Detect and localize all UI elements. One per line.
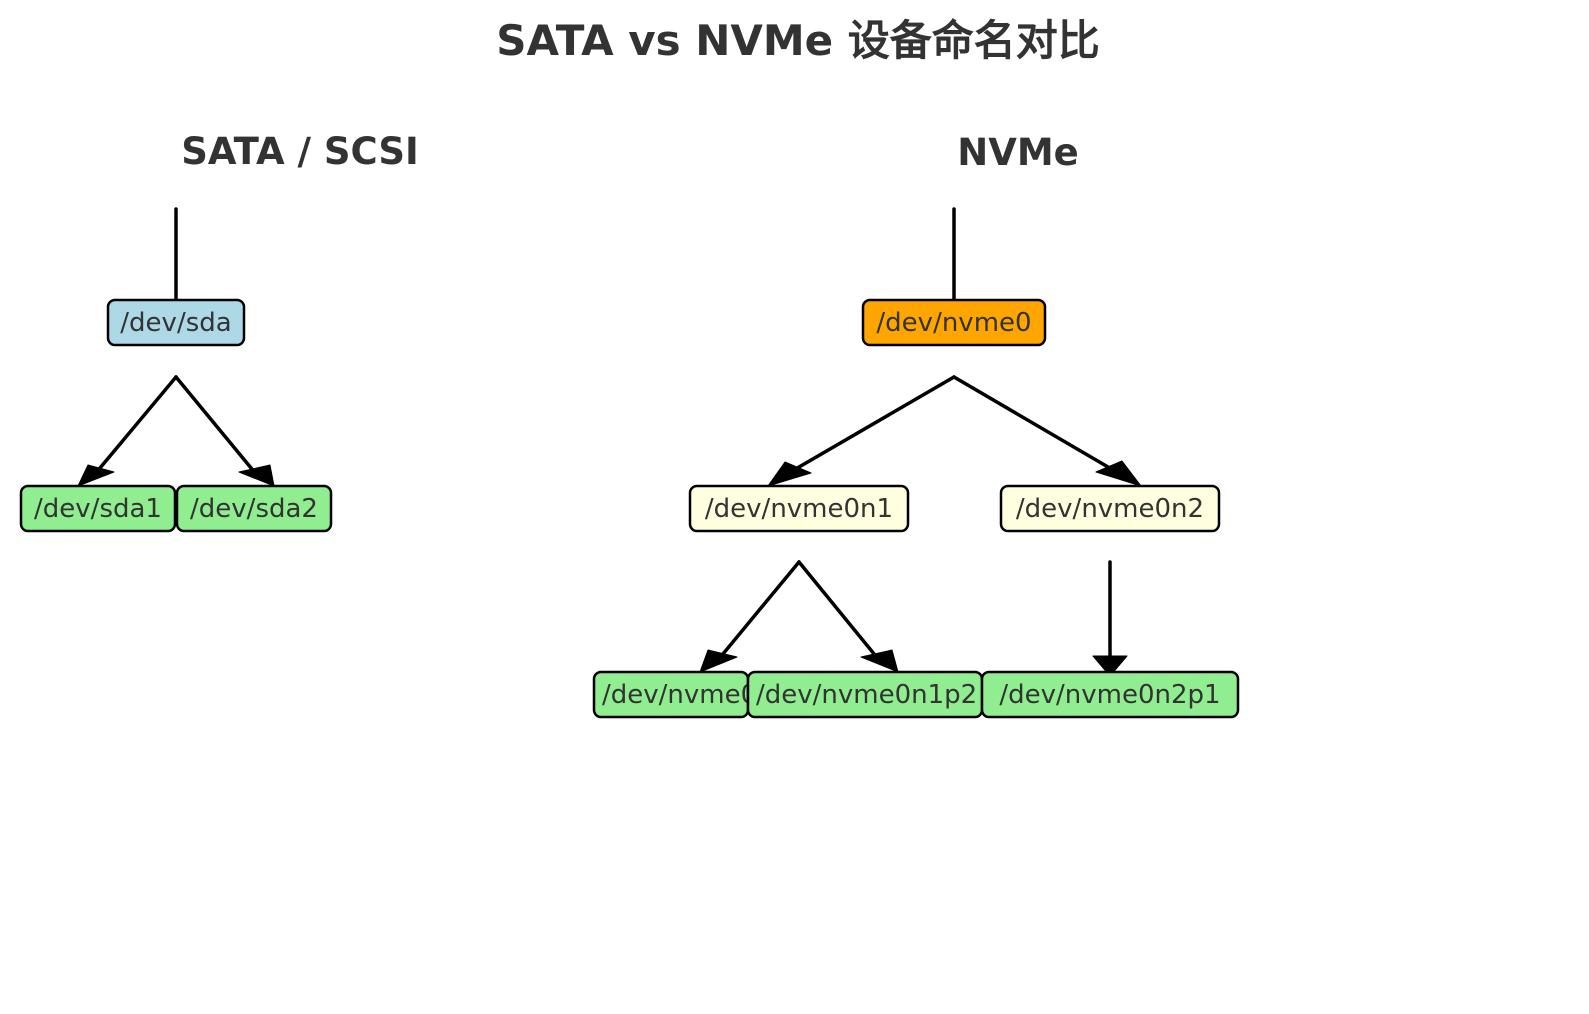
edge-sda-to-sda1 bbox=[93, 375, 178, 476]
node-label-nvme0n1: /dev/nvme0n1 bbox=[705, 494, 893, 524]
arrowhead-sda1 bbox=[77, 464, 115, 487]
arrowhead-nvme0n2p1 bbox=[1092, 655, 1128, 677]
node-nvme0n1p2: /dev/nvme0n1p2 bbox=[746, 670, 984, 719]
node-label-nvme0n1p2: /dev/nvme0n1p2 bbox=[756, 680, 977, 710]
arrowhead-nvme0n1 bbox=[767, 461, 812, 487]
edge-nvme0n1-to-p2 bbox=[797, 560, 881, 662]
diagram-title: SATA vs NVMe 设备命名对比 bbox=[496, 16, 1100, 65]
node-nvme0n1p1: /dev/nvme0n1p1 bbox=[592, 670, 823, 719]
arrowhead-nvme0n1p2 bbox=[860, 649, 899, 673]
arrowheads bbox=[77, 460, 1142, 677]
edge-nvme0n1-to-p1 bbox=[716, 560, 801, 662]
node-label-sda2: /dev/sda2 bbox=[190, 494, 318, 524]
section-heading-nvme: NVMe bbox=[957, 131, 1079, 174]
node-label-sda: /dev/sda bbox=[120, 308, 231, 338]
node-sda: /dev/sda bbox=[106, 298, 246, 347]
node-label-nvme0n2: /dev/nvme0n2 bbox=[1016, 494, 1204, 524]
node-label-nvme0n1p1: /dev/nvme0n1p1 bbox=[602, 680, 823, 710]
arrowhead-sda2 bbox=[238, 464, 275, 487]
node-sda2: /dev/sda2 bbox=[175, 484, 333, 533]
node-sda1: /dev/sda1 bbox=[19, 484, 177, 533]
node-label-nvme0: /dev/nvme0 bbox=[876, 308, 1031, 338]
section-heading-sata: SATA / SCSI bbox=[181, 130, 419, 173]
node-nvme0: /dev/nvme0 bbox=[861, 298, 1047, 347]
connectors bbox=[93, 207, 1122, 662]
node-label-sda1: /dev/sda1 bbox=[34, 494, 162, 524]
arrowhead-nvme0n2 bbox=[1095, 460, 1142, 487]
node-nvme0n2: /dev/nvme0n2 bbox=[999, 484, 1221, 533]
node-nvme0n2p1: /dev/nvme0n2p1 bbox=[980, 670, 1240, 719]
node-nvme0n1: /dev/nvme0n1 bbox=[688, 484, 910, 533]
edge-nvme0-to-nvme0n2 bbox=[952, 375, 1122, 476]
edge-sda-to-sda2 bbox=[174, 375, 258, 476]
node-label-nvme0n2p1: /dev/nvme0n2p1 bbox=[999, 680, 1220, 710]
edge-nvme0-to-nvme0n1 bbox=[785, 375, 956, 476]
arrowhead-nvme0n1p1 bbox=[699, 649, 738, 673]
